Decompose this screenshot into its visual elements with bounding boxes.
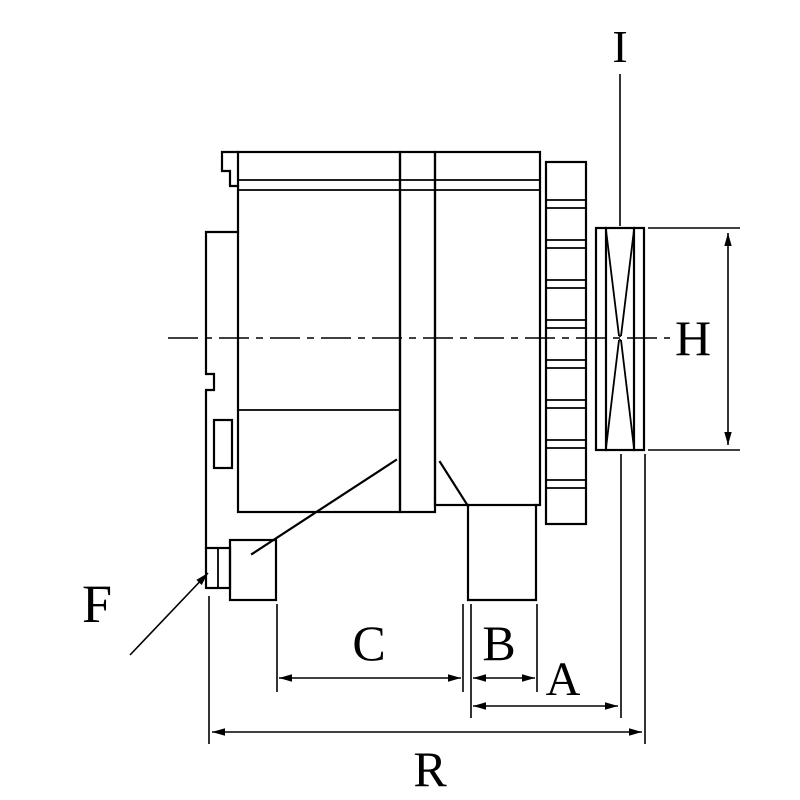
front-web-diagonal <box>250 458 398 556</box>
dim-extension-lines <box>208 454 646 744</box>
left-bracket <box>204 230 240 550</box>
dim-label-A: A <box>546 653 581 706</box>
front-mounting-foot <box>228 538 278 602</box>
dim-label-B: B <box>482 615 515 671</box>
dim-arrows <box>212 674 642 736</box>
dim-H-extension-lines <box>648 227 740 451</box>
dim-F <box>129 572 209 656</box>
rear-mounting-foot <box>466 503 538 602</box>
dim-label-I: I <box>612 21 627 72</box>
pulley-flanges <box>604 226 636 452</box>
dim-label-C: C <box>352 615 385 671</box>
dim-label-R: R <box>413 741 447 797</box>
dim-H <box>648 227 740 451</box>
fan-ribs <box>544 160 588 526</box>
pulley-v-groove <box>605 229 635 449</box>
dim-F-leader <box>129 572 209 656</box>
rear-housing <box>433 150 542 507</box>
alternator-body <box>204 150 542 602</box>
center-band <box>398 150 437 514</box>
dim-label-F: F <box>82 574 112 634</box>
bracket-boss <box>212 418 234 470</box>
top-left-notch <box>220 150 240 188</box>
upper-band-lines <box>238 179 540 191</box>
pulley <box>594 226 646 452</box>
front-housing <box>236 150 402 514</box>
dim-label-H: H <box>675 310 711 366</box>
rear-web-diagonal <box>438 460 470 508</box>
pulley-outline <box>594 226 646 452</box>
